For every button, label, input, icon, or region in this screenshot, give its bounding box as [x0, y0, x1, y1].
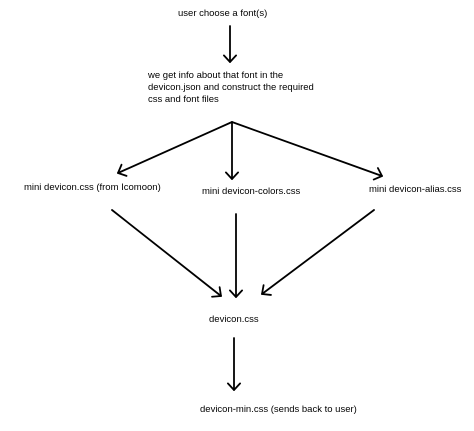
arrow-info-to-mini-alias-head	[372, 167, 383, 181]
arrow-info-to-mini-icomoon-head	[117, 163, 128, 177]
node-mini-devicon-css: mini devicon.css (from Icomoon)	[24, 182, 161, 193]
node-get-font-info-line-3: css and font files	[148, 94, 219, 105]
node-devicon-css: devicon.css	[209, 314, 259, 325]
arrow-mini-colors-to-devicon	[228, 213, 244, 298]
arrow-info-to-mini-icomoon	[117, 121, 233, 177]
arrow-mini-icomoon-to-devicon	[111, 209, 222, 298]
node-get-font-info-line-1: we get info about that font in the	[148, 70, 284, 81]
arrow-choose-to-info	[222, 25, 238, 63]
node-user-choose-font: user choose a font(s)	[178, 8, 268, 19]
arrow-mini-icomoon-to-devicon-shaft	[111, 209, 222, 297]
arrow-mini-alias-to-devicon	[261, 209, 375, 296]
node-get-font-info-line-2: devicon.json and construct the required	[148, 82, 314, 93]
arrow-info-to-mini-alias	[231, 121, 383, 181]
arrow-devicon-to-devicon-min-head	[226, 382, 242, 391]
arrow-info-to-mini-icomoon-shaft	[117, 121, 233, 174]
arrow-mini-alias-to-devicon-head	[261, 284, 272, 296]
node-mini-devicon-alias-css: mini devicon-alias.css	[369, 184, 462, 195]
arrow-info-to-mini-alias-shaft	[231, 121, 383, 177]
arrow-devicon-to-devicon-min	[226, 337, 242, 391]
arrow-info-to-mini-colors	[224, 121, 240, 180]
arrow-mini-alias-to-devicon-shaft	[261, 209, 375, 295]
node-get-font-info: we get info about that font in the devic…	[148, 70, 314, 106]
node-mini-devicon-colors-css: mini devicon-colors.css	[202, 186, 301, 197]
arrow-mini-icomoon-to-devicon-head	[211, 286, 222, 298]
arrow-mini-colors-to-devicon-head	[228, 289, 244, 298]
node-devicon-min-css: devicon-min.css (sends back to user)	[200, 404, 357, 415]
arrow-choose-to-info-head	[222, 54, 238, 63]
arrow-info-to-mini-colors-head	[224, 171, 240, 180]
